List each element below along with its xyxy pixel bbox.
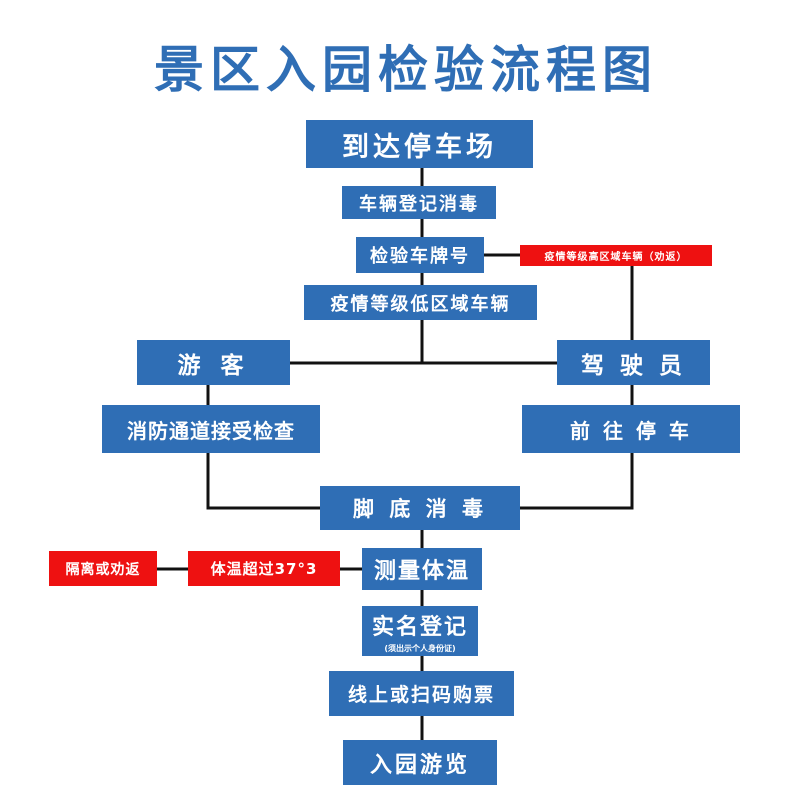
node-label: 线上或扫码购票	[347, 684, 495, 706]
page-title: 景区入园检验流程图	[154, 41, 658, 99]
node-note: (须出示个人身份证)	[384, 643, 456, 653]
node-measure-temp: 测量体温	[362, 548, 482, 590]
node-label: 到达停车场	[342, 131, 497, 163]
node-foot-disinfect: 脚 底 消 毒	[320, 486, 520, 530]
connector-fire-foot	[206, 453, 320, 510]
node-label: 前 往 停 车	[570, 418, 692, 443]
node-label: 实名登记	[371, 614, 468, 640]
node-label: 游 客	[177, 352, 250, 379]
node-isolate: 隔离或劝返	[49, 551, 157, 586]
node-label: 隔离或劝返	[65, 561, 141, 578]
node-tourist: 游 客	[137, 340, 290, 385]
node-label: 体温超过37°3	[210, 560, 318, 578]
node-enter-park: 入园游览	[343, 740, 497, 785]
node-label: 车辆登记消毒	[359, 193, 479, 215]
node-label: 疫情等级高区域车辆（劝返）	[544, 252, 688, 263]
node-label: 检验车牌号	[370, 246, 470, 267]
node-label: 测量体温	[373, 559, 470, 584]
node-vehicle-register: 车辆登记消毒	[342, 186, 496, 219]
node-driver: 驾 驶 员	[557, 340, 710, 385]
node-buy-ticket: 线上或扫码购票	[329, 671, 514, 716]
node-label: 消防通道接受检查	[127, 418, 295, 443]
connector-park-foot	[520, 453, 634, 510]
node-label: 驾 驶 员	[580, 352, 686, 379]
node-go-park: 前 往 停 车	[522, 405, 740, 453]
node-check-plate: 检验车牌号	[356, 237, 484, 273]
node-arrive-parking: 到达停车场	[306, 120, 533, 168]
node-label: 入园游览	[369, 752, 470, 778]
node-temp-over: 体温超过37°3	[188, 551, 340, 586]
node-fire-channel: 消防通道接受检查	[102, 405, 320, 453]
node-high-risk: 疫情等级高区域车辆（劝返）	[520, 245, 712, 266]
node-low-risk: 疫情等级低区域车辆	[304, 285, 537, 320]
node-label: 脚 底 消 毒	[353, 497, 487, 521]
node-label: 疫情等级低区域车辆	[330, 293, 511, 315]
node-real-name: 实名登记 (须出示个人身份证)	[362, 606, 478, 656]
